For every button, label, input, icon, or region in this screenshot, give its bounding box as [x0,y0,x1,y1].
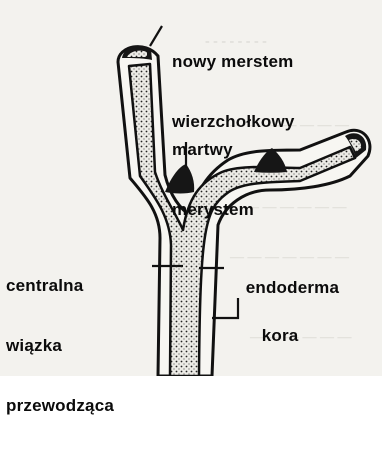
label-dead-meristem-line2: merystem [172,200,254,220]
pointer-new-meristem [150,26,162,46]
label-cortex: kora [242,306,298,366]
label-cortex-text: kora [262,326,299,345]
label-new-meristem-line1: nowy merstem [172,52,295,72]
label-central-bundle-line3: przewodząca [6,396,114,416]
label-central-bundle-line1: centralna [6,276,114,296]
label-central-bundle-line2: wiązka [6,336,114,356]
label-dead-meristem: martwy merystem [172,100,254,260]
diagram-canvas: - - - - - - - - — — — — — — — — — — — — … [0,0,382,376]
label-dead-meristem-line1: martwy [172,140,254,160]
label-endodermis-text: endoderma [246,278,339,297]
label-central-bundle: centralna wiązka przewodząca [6,236,114,456]
